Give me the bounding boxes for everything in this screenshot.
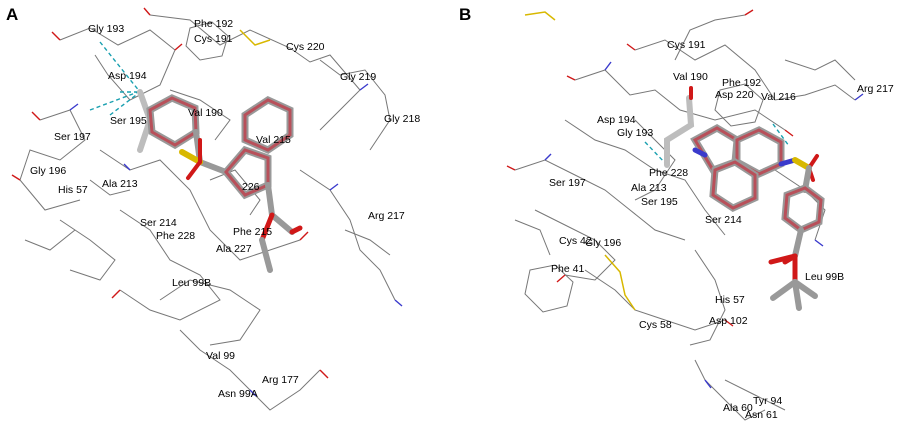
structure-a: Gly 193 Phe 192 Cys 191 Cys 220 Asp 194 … <box>11 7 420 411</box>
residue-labels-a: Gly 193 Phe 192 Cys 191 Cys 220 Asp 194 … <box>30 18 420 400</box>
residue-label: Arg 177 <box>262 374 299 386</box>
residue-label: Phe 228 <box>156 230 195 242</box>
residue-label: Phe 192 <box>722 77 761 89</box>
ligand-a <box>137 89 303 273</box>
residue-label: Arg 217 <box>368 210 405 222</box>
panel-letter: A <box>6 5 19 24</box>
residue-label: Asp 220 <box>715 89 754 101</box>
residue-label: Ser 214 <box>705 214 742 226</box>
residue-label: Val 216 <box>761 91 796 103</box>
residue-label: Asp 194 <box>597 114 636 126</box>
ligand-b <box>664 86 825 311</box>
wireframe-residues <box>19 14 396 411</box>
residue-label: Val 190 <box>188 107 223 119</box>
residue-label: Cys 220 <box>286 41 325 53</box>
residue-label: Cys 191 <box>667 39 706 51</box>
structure-b: Cys 191 Val 190 Phe 192 Asp 220 Val 216 … <box>506 9 894 421</box>
residue-label: Arg 217 <box>857 83 894 95</box>
disulfide-bridge <box>604 254 636 311</box>
residue-label: Val 99 <box>206 350 235 362</box>
residue-label: Asn 99A <box>218 388 258 400</box>
residue-label: Gly 193 <box>88 23 124 35</box>
residue-label: Ala 213 <box>631 182 667 194</box>
residue-label: His 57 <box>715 294 745 306</box>
residue-label: Val 190 <box>673 71 708 83</box>
residue-label: Val 215 <box>256 134 291 146</box>
residue-label: Asp 194 <box>108 70 147 82</box>
residue-label: Ser 197 <box>549 177 586 189</box>
residue-label: Ala 227 <box>216 243 252 255</box>
residue-label: Asp 102 <box>709 315 748 327</box>
residue-label: His 57 <box>58 184 88 196</box>
residue-label: Ser 195 <box>110 115 147 127</box>
residue-label: Gly 193 <box>617 127 653 139</box>
panel-a: A <box>0 0 454 434</box>
panel-b: B <box>455 0 909 434</box>
residue-label: 226 <box>242 181 260 193</box>
residue-label: Gly 196 <box>30 165 66 177</box>
residue-label: Tyr 94 <box>753 395 782 407</box>
wireframe-heteroatoms <box>11 7 403 397</box>
residue-label: Cys 42 <box>559 235 592 247</box>
disulfide-bridge <box>524 11 556 21</box>
hydrogen-bonds <box>89 41 141 116</box>
wireframe-residues <box>514 14 856 421</box>
residue-label: Ala 60 <box>723 402 753 414</box>
disulfide-bridge <box>239 29 271 46</box>
residue-label: Phe 192 <box>194 18 233 30</box>
residue-label: Ala 213 <box>102 178 138 190</box>
residue-label: Ser 214 <box>140 217 177 229</box>
residue-label: Asn 61 <box>745 409 778 421</box>
residue-label: Cys 191 <box>194 33 233 45</box>
residue-label: Cys 58 <box>639 319 672 331</box>
wireframe-heteroatoms <box>506 9 864 389</box>
residue-label: Ser 197 <box>54 131 91 143</box>
panel-letter: B <box>459 5 472 24</box>
residue-label: Phe 215 <box>233 226 272 238</box>
residue-label: Gly 218 <box>384 113 420 125</box>
residue-label: Phe 41 <box>551 263 584 275</box>
residue-labels-b: Cys 191 Val 190 Phe 192 Asp 220 Val 216 … <box>549 39 894 421</box>
residue-label: Gly 219 <box>340 71 376 83</box>
residue-label: Ser 195 <box>641 196 678 208</box>
residue-label: Gly 196 <box>585 237 621 249</box>
residue-label: Phe 228 <box>649 167 688 179</box>
residue-label: Leu 99B <box>805 271 844 283</box>
residue-label: Leu 99B <box>172 277 211 289</box>
hydrogen-bonds <box>644 123 790 166</box>
